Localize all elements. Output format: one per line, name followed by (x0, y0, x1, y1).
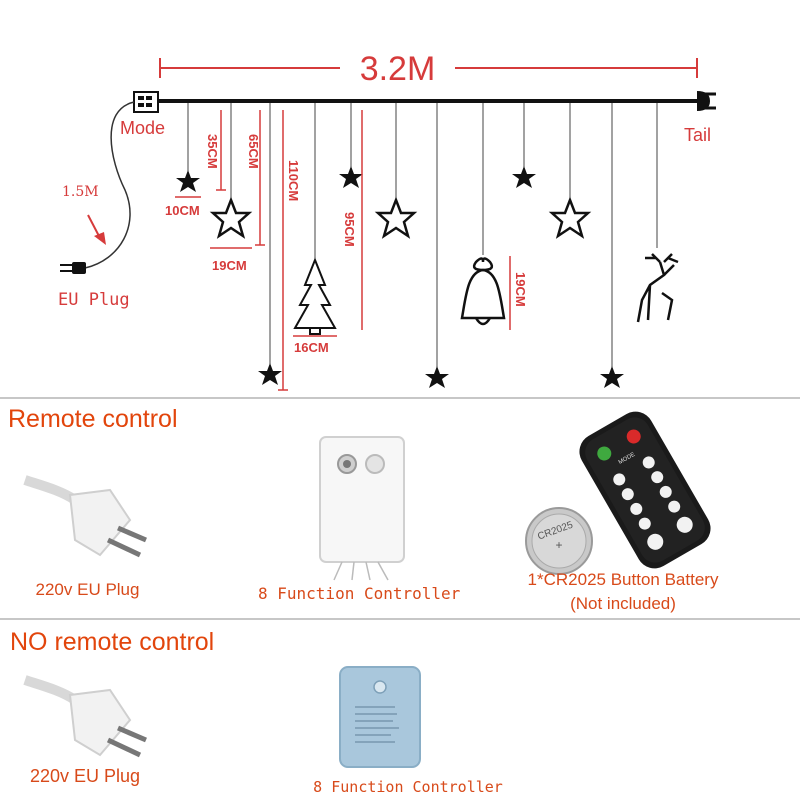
dim-19cm-star: 19CM (212, 258, 247, 273)
eu-plug-icon (23, 475, 147, 558)
outline-star-icons (209, 196, 592, 239)
eu-plug-small-icon (60, 262, 86, 274)
star-outline-icon (548, 196, 592, 239)
dim-10cm: 10CM (165, 203, 200, 218)
no-remote-plug-caption: 220v EU Plug (29, 766, 141, 786)
battery-note: (Not included) (570, 594, 676, 613)
dim-35cm: 35CM (205, 134, 220, 169)
dim-16cm: 16CM (294, 340, 329, 355)
controller-box-icon (319, 436, 405, 581)
section-divider-2 (0, 618, 800, 620)
remote-plug-caption: 220v EU Plug (35, 580, 140, 599)
svg-text:+: + (555, 538, 562, 552)
star-icon (512, 166, 536, 188)
star-outline-icon (374, 196, 418, 239)
remote-control-icon: MODE (579, 411, 711, 569)
star-icon (176, 170, 200, 192)
reindeer-icon (636, 253, 679, 323)
star-icon (425, 366, 449, 388)
no-remote-section-title: NO remote control (10, 628, 215, 656)
remote-section-title: Remote control (8, 405, 178, 433)
star-outline-icon (209, 196, 253, 239)
dim-110cm: 110CM (286, 160, 301, 202)
star-icon (339, 166, 363, 188)
small-star-icons (176, 166, 624, 388)
eu-plug-icon-2 (23, 675, 147, 758)
eu-plug-label: EU Plug (58, 290, 130, 310)
cable-length-label: 1.5M (62, 184, 99, 200)
power-cable (84, 101, 135, 269)
light-string-diagram (60, 58, 716, 391)
tail-connector-icon (697, 91, 716, 111)
battery-caption: 1*CR2025 Button Battery (527, 570, 719, 589)
star-icon (258, 363, 282, 385)
controller-box-blue-icon (339, 666, 421, 768)
total-length-label: 3.2M (359, 50, 436, 88)
no-remote-controller-caption: 8 Function Controller (313, 778, 503, 796)
battery-icon: CR2025 + (525, 507, 593, 575)
hanging-strands (187, 103, 658, 368)
section-divider (0, 397, 800, 399)
mode-label: Mode (120, 118, 166, 138)
star-icon (600, 366, 624, 388)
dim-65cm: 65CM (246, 134, 261, 169)
bell-icon (460, 257, 506, 326)
dim-19cm-bell: 19CM (513, 272, 528, 307)
remote-controller-caption: 8 Function Controller (258, 584, 461, 603)
mode-box-icon (133, 91, 159, 113)
christmas-tree-icon (293, 257, 337, 335)
dimension-lines (175, 110, 511, 391)
dim-95cm: 95CM (342, 212, 357, 247)
tail-label: Tail (684, 125, 712, 145)
